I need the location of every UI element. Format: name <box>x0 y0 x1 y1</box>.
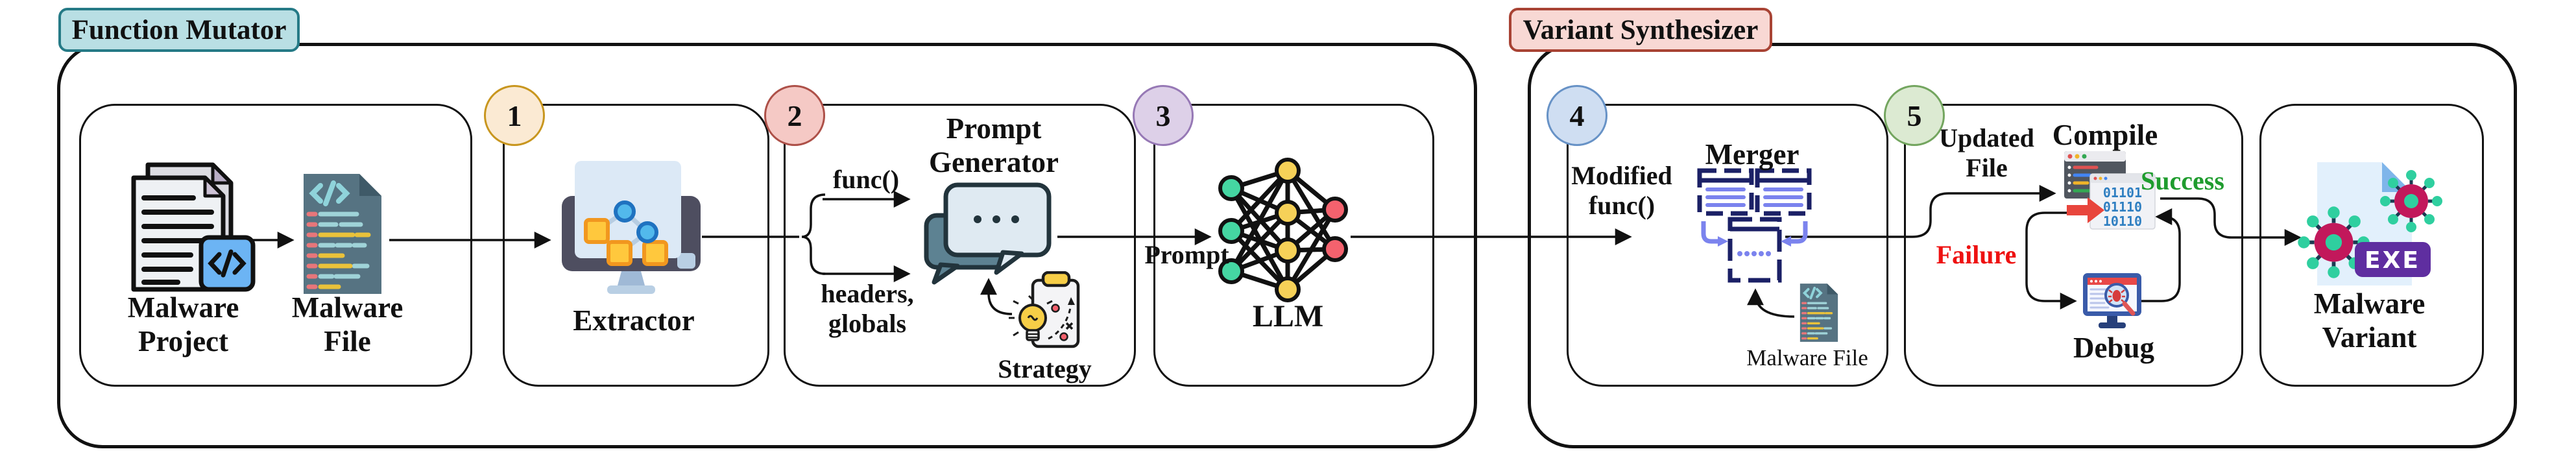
failure-label: Failure <box>1936 240 2017 269</box>
malware-file-label: Malware File <box>291 291 403 358</box>
func-annotation: func() <box>832 165 900 194</box>
step-badge-3-number: 3 <box>1155 99 1171 132</box>
function-mutator-group-box <box>57 43 1477 448</box>
variant-synthesizer-tag: Variant Synthesizer <box>1509 8 1772 52</box>
malware-variant-label: Malware Variant <box>2313 287 2426 354</box>
ellipsis-dots <box>974 215 1019 223</box>
virus-icon-small <box>2380 170 2442 232</box>
svg-text:01101: 01101 <box>2103 185 2142 200</box>
merger-icon <box>1697 168 1812 283</box>
step-badge-3: 3 <box>1133 85 1194 146</box>
debug-icon <box>2083 273 2141 328</box>
compile-title: Compile <box>2052 119 2158 151</box>
step-badge-5: 5 <box>1884 85 1945 146</box>
bulb-rays <box>1009 295 1053 337</box>
headers-globals-annotation: headers, globals <box>821 279 914 339</box>
step-badge-1-number: 1 <box>507 99 522 132</box>
step-badge-2-number: 2 <box>787 99 802 132</box>
step-badge-4: 4 <box>1547 85 1607 146</box>
exe-badge-label: EXE <box>2365 247 2420 274</box>
variant-synthesizer-tag-label: Variant Synthesizer <box>1523 14 1759 45</box>
extractor-stage-box <box>503 104 769 387</box>
compile-arrow-glyph <box>2067 197 2104 223</box>
prompt-annotation: Prompt <box>1144 240 1229 269</box>
malware-variant-icon: EXE <box>2296 162 2455 285</box>
function-mutator-tag-label: Function Mutator <box>71 14 287 45</box>
merger-stage-box <box>1567 104 1888 387</box>
function-mutator-tag: Function Mutator <box>58 8 300 52</box>
merger-title: Merger <box>1705 138 1800 171</box>
success-label: Success <box>2141 166 2224 195</box>
step-badge-2: 2 <box>764 85 825 146</box>
malware-variant-stage-box <box>2259 104 2484 387</box>
llm-network-icon <box>1218 158 1348 302</box>
debug-label: Debug <box>2073 332 2155 364</box>
chat-bubbles-icon <box>924 182 1052 285</box>
merger-malware-file-label: Malware File <box>1746 345 1868 370</box>
malware-file-small-icon <box>1797 280 1841 345</box>
updated-file-annotation: Updated File <box>1939 123 2034 183</box>
variant-synthesizer-group-box <box>1528 43 2517 448</box>
step-badge-4-number: 4 <box>1569 99 1585 132</box>
compile-debug-stage-box <box>1904 104 2243 387</box>
llm-stage-box <box>1153 104 1434 387</box>
extractor-label: Extractor <box>573 304 695 337</box>
prompt-generator-title: Prompt Generator <box>929 112 1059 179</box>
bug-glyph <box>2108 289 2125 303</box>
modified-func-annotation: Modified func() <box>1571 161 1672 221</box>
input-stage-box <box>79 104 472 387</box>
prompt-generator-stage-box <box>784 104 1136 387</box>
step-badge-5-number: 5 <box>1907 99 1922 132</box>
strategy-icon <box>1009 271 1080 348</box>
exe-badge <box>2355 242 2431 277</box>
malware-project-icon <box>131 162 256 292</box>
strategy-label: Strategy <box>998 354 1092 383</box>
step-badge-1: 1 <box>484 85 545 146</box>
malware-project-label: Malware Project <box>127 291 239 358</box>
extractor-icon <box>562 161 701 294</box>
malware-file-icon <box>297 167 388 300</box>
svg-text:10110: 10110 <box>2103 213 2142 229</box>
llm-label: LLM <box>1252 299 1324 333</box>
code-glyph <box>208 249 247 278</box>
svg-text:01110: 01110 <box>2103 199 2142 215</box>
